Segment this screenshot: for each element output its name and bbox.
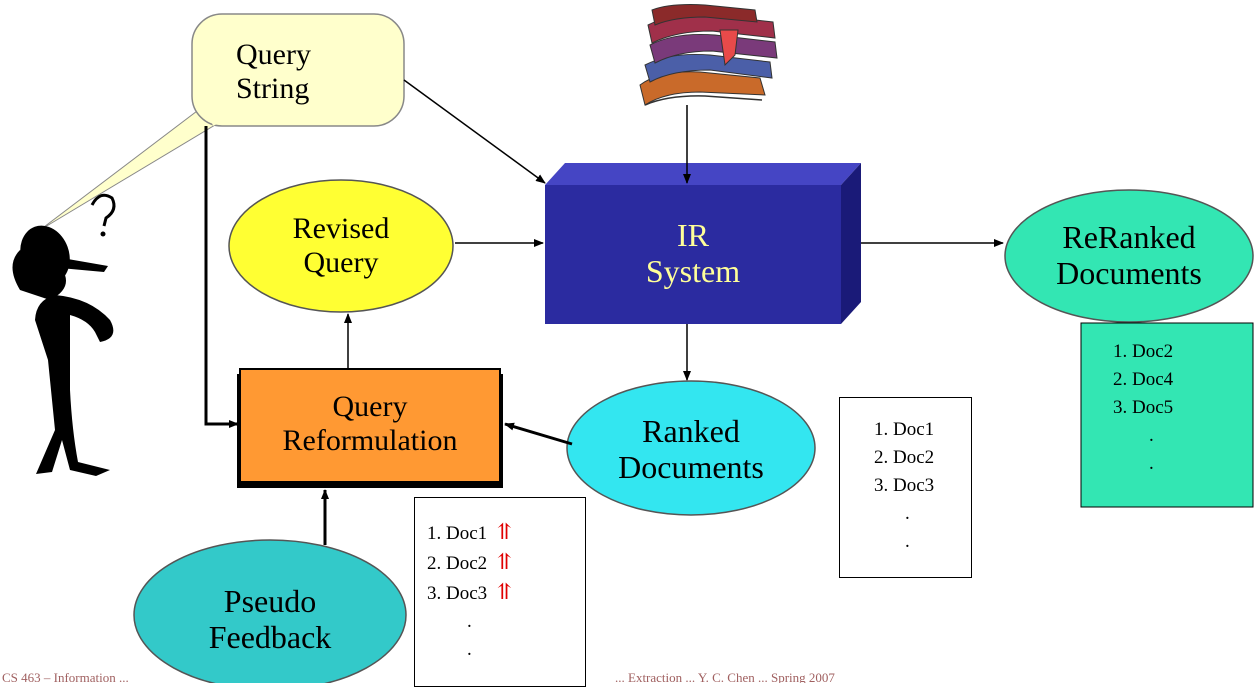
list-item: 3. Doc3	[874, 475, 935, 496]
list-item: 1. Doc2	[1113, 341, 1174, 362]
reranked-list: 1. Doc2 2. Doc4 3. Doc5 . .	[1081, 338, 1253, 478]
query-reformulation-label: Query Reformulation	[282, 390, 458, 457]
list-item: 2. Doc2	[874, 447, 935, 468]
list-item: .	[905, 531, 910, 552]
ir-system-box	[545, 163, 861, 324]
list-item: 1. Doc1	[874, 419, 935, 440]
arrow-query-to-ir	[403, 79, 546, 184]
list-item: .	[1149, 453, 1154, 474]
relevant-marker-icon: ⥣	[495, 519, 514, 544]
reranked-documents-node	[1004, 189, 1254, 323]
relevant-marker-icon: ⥣	[495, 579, 514, 604]
arrows	[204, 79, 1004, 545]
ranked-documents-label: Ranked Documents	[618, 413, 764, 485]
revised-query-label: Revised Query	[292, 212, 390, 279]
ranked-list-box: 1. Doc1 2. Doc2 3. Doc3 . .	[839, 397, 972, 578]
ranked-documents-node	[566, 380, 816, 516]
list-item: .	[467, 639, 472, 660]
revised-query-node	[228, 179, 454, 313]
list-item: 1. Doc1⥣	[427, 519, 514, 544]
books-icon	[639, 4, 778, 106]
pseudo-feedback-node	[133, 539, 407, 683]
list-item: 3. Doc5	[1113, 397, 1174, 418]
list-item: .	[467, 611, 472, 632]
query-reformulation-box	[237, 368, 503, 488]
feedback-list-box: 1. Doc1⥣ 2. Doc2⥣ 3. Doc3⥣ . .	[414, 497, 586, 687]
arrow-ranked-to-reformulation	[504, 422, 573, 446]
reranked-documents-label: ReRanked Documents	[1056, 219, 1202, 291]
relevant-marker-icon: ⥣	[495, 549, 514, 574]
query-string-callout	[39, 13, 405, 231]
query-string-label: Query String	[236, 38, 311, 105]
list-item: 3. Doc3⥣	[427, 579, 514, 604]
list-item: .	[905, 503, 910, 524]
ir-system-label: IR System	[645, 217, 741, 289]
slide-footer: CS 463 – Information ... ... Extraction …	[2, 670, 835, 683]
pseudo-feedback-label: Pseudo Feedback	[208, 583, 332, 655]
arrow-query-to-reformulation	[204, 126, 239, 428]
reranked-list-panel	[1080, 322, 1254, 508]
thinking-person-icon	[12, 193, 116, 476]
list-item: .	[1149, 425, 1154, 446]
list-item: 2. Doc4	[1113, 369, 1174, 390]
list-item: 2. Doc2⥣	[427, 549, 514, 574]
